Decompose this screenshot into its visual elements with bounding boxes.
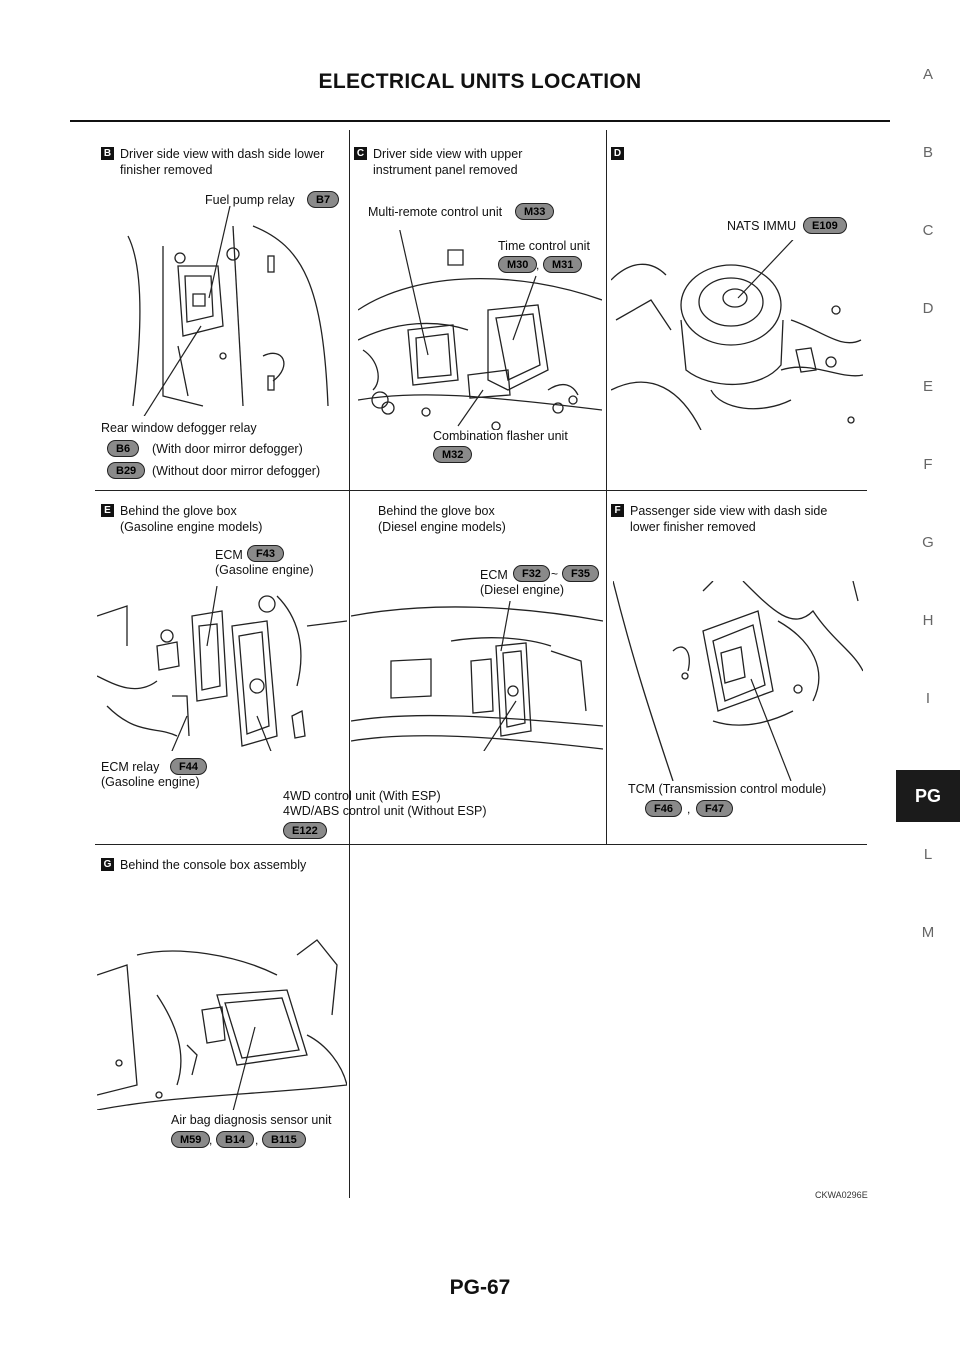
connector-e122: E122: [283, 822, 327, 839]
panel-e-title-2: (Gasoline engine models): [120, 520, 263, 534]
tab-g[interactable]: G: [922, 534, 934, 551]
tab-e[interactable]: E: [922, 378, 933, 395]
tab-f[interactable]: F: [923, 456, 933, 473]
panel-c-letter: C: [354, 147, 367, 160]
connector-m31: M31: [543, 256, 583, 273]
panel-b: B Driver side view with dash side lower …: [95, 130, 349, 490]
panel-c-illustration: [358, 230, 602, 430]
without-mirror-defogger-label: (Without door mirror defogger): [152, 464, 321, 478]
tab-c[interactable]: C: [922, 222, 934, 239]
ecm-diesel-note: (Diesel engine): [480, 583, 565, 597]
figure-code: CKWA0296E: [815, 1190, 868, 1200]
rear-defogger-relay-label: Rear window defogger relay: [101, 421, 257, 435]
panel-g-illustration: [97, 939, 347, 1110]
comma-b14-b115: ,: [255, 1133, 259, 1147]
connector-b6: B6: [107, 440, 140, 457]
tab-pg[interactable]: PG: [896, 770, 960, 822]
panel-f-title-1: Passenger side view with dash side: [630, 504, 828, 518]
tab-h[interactable]: H: [922, 612, 934, 629]
ecm-gasoline-label: ECM: [215, 548, 243, 562]
divider-v1: [349, 130, 350, 1198]
panel-d-illustration: [611, 240, 863, 430]
location-figure: B Driver side view with dash side lower …: [95, 130, 868, 1210]
tab-b[interactable]: B: [922, 144, 933, 161]
ecm-relay-label: ECM relay: [101, 760, 160, 774]
with-mirror-defogger-label: (With door mirror defogger): [152, 442, 303, 456]
panel-e-letter: E: [101, 504, 114, 517]
panel-b-illustration: [127, 206, 329, 416]
connector-b29: B29: [107, 462, 146, 479]
ecm-relay-note: (Gasoline engine): [101, 775, 200, 789]
connector-f44: F44: [170, 758, 207, 775]
connector-f35: F35: [562, 565, 599, 582]
panel-g-title: Behind the console box assembly: [120, 858, 307, 872]
connector-f32: F32: [513, 565, 550, 582]
panel-b-title-1: Driver side view with dash side lower: [120, 147, 325, 161]
tab-i[interactable]: I: [925, 690, 931, 707]
divider-h2: [95, 844, 867, 845]
panel-f-title-2: lower finisher removed: [630, 520, 756, 534]
panel-e-diesel-title-2: (Diesel engine models): [378, 520, 506, 534]
panel-c: C Driver side view with upper instrument…: [350, 130, 606, 490]
title-rule: [70, 120, 890, 122]
panel-b-letter: B: [101, 147, 114, 160]
tcm-label: TCM (Transmission control module): [628, 782, 827, 796]
time-control-label: Time control unit: [498, 239, 590, 253]
fuel-pump-relay-label: Fuel pump relay: [205, 193, 295, 207]
connector-m33: M33: [515, 203, 555, 220]
panel-g: G Behind the console box assembly Air ba…: [95, 845, 349, 1198]
panel-f-letter: F: [611, 504, 624, 517]
panel-e-diesel-title-1: Behind the glove box: [378, 504, 495, 518]
panel-e-title-1: Behind the glove box: [120, 504, 237, 518]
multi-remote-label: Multi-remote control unit: [368, 205, 503, 219]
tab-a[interactable]: A: [922, 66, 933, 83]
panel-b-title-2: finisher removed: [120, 163, 213, 177]
connector-f46: F46: [645, 800, 682, 817]
comma-m59-b14: ,: [209, 1133, 213, 1147]
connector-m30: M30: [498, 256, 538, 273]
panel-e: E Behind the glove box (Gasoline engine …: [95, 491, 606, 844]
panel-e-gasoline-illustration: [97, 586, 347, 751]
awd-abs-control-unit-label: 4WD/ABS control unit (Without ESP): [283, 804, 487, 818]
airbag-sensor-label: Air bag diagnosis sensor unit: [171, 1113, 332, 1127]
nats-immu-label: NATS IMMU: [727, 219, 797, 233]
section-tabs: A B C D E F G H I J PG L M: [896, 0, 960, 1358]
connector-f43: F43: [247, 545, 284, 562]
page-title: ELECTRICAL UNITS LOCATION: [318, 70, 642, 93]
divider-v2: [606, 130, 607, 844]
connector-e109: E109: [803, 217, 847, 234]
comma-f46-f47: ,: [687, 802, 691, 816]
panel-e-diesel-illustration: [351, 601, 603, 751]
panel-d-letter: D: [611, 147, 624, 160]
page-number: PG-67: [449, 1276, 511, 1299]
awd-control-unit-label: 4WD control unit (With ESP): [283, 789, 441, 803]
connector-b115: B115: [262, 1131, 306, 1148]
connector-m32: M32: [433, 446, 473, 463]
panel-g-letter: G: [101, 858, 114, 871]
panel-f-illustration: [613, 581, 863, 781]
ecm-diesel-label: ECM: [480, 568, 508, 582]
panel-f: F Passenger side view with dash side low…: [607, 491, 867, 844]
flasher-label: Combination flasher unit: [433, 429, 568, 443]
connector-b14: B14: [216, 1131, 255, 1148]
panel-c-title-2: instrument panel removed: [373, 163, 518, 177]
comma-m30-m31: ,: [536, 258, 540, 272]
tab-d[interactable]: D: [922, 300, 934, 317]
ecm-gasoline-note: (Gasoline engine): [215, 563, 314, 577]
connector-b7: B7: [307, 191, 340, 208]
tab-l[interactable]: L: [923, 846, 933, 863]
panel-d: D NATS IMMU E109: [607, 130, 867, 490]
connector-m59: M59: [171, 1131, 211, 1148]
tab-m[interactable]: M: [921, 924, 935, 941]
divider-h1: [95, 490, 867, 491]
connector-f47: F47: [696, 800, 733, 817]
tilde-f32-f35: ~: [551, 567, 559, 581]
panel-c-title-1: Driver side view with upper: [373, 147, 523, 161]
